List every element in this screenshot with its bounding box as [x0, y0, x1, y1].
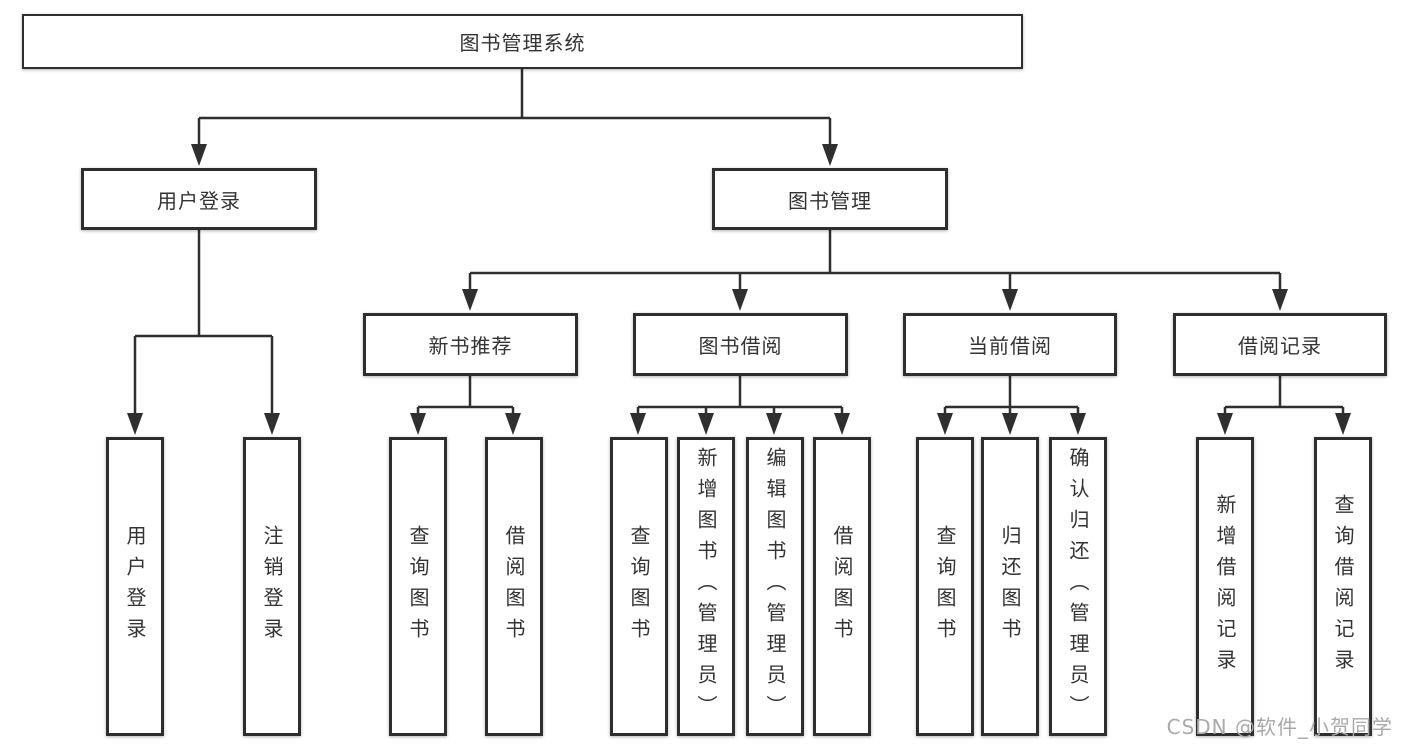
leaf-box-confirm-return-admin: 确认归还（管理员） — [1049, 437, 1107, 736]
branch-box-user-login: 用户登录 — [81, 168, 317, 230]
leaf-box-query-book-recommend: 查询图书 — [389, 437, 447, 736]
leaf-box-add-book-admin: 新增图书（管理员） — [677, 437, 735, 736]
arrowhead — [698, 413, 714, 435]
leaf-box-logout: 注销登录 — [243, 437, 301, 736]
arrowhead — [732, 289, 748, 311]
arrowhead — [1002, 289, 1018, 311]
leaf-label: 借阅图书 — [830, 524, 854, 649]
leaf-label: 用户登录 — [123, 524, 147, 649]
leaf-label: 归还图书 — [998, 524, 1022, 649]
section-box-new-book-recommend: 新书推荐 — [363, 313, 578, 376]
leaf-label: 借阅图书 — [502, 524, 526, 649]
connector-lines — [133, 69, 1345, 417]
arrowhead — [1217, 413, 1233, 435]
section-label: 借阅记录 — [1238, 334, 1322, 358]
arrowhead — [191, 144, 207, 166]
arrowhead — [410, 413, 426, 435]
leaf-box-query-book-current: 查询图书 — [916, 437, 974, 736]
leaf-label: 查询借阅记录 — [1331, 493, 1355, 680]
leaf-box-query-borrow-record: 查询借阅记录 — [1314, 437, 1372, 736]
arrowhead — [1272, 289, 1288, 311]
arrowhead — [505, 413, 521, 435]
watermark-text: CSDN @软件_小贺同学 — [1166, 715, 1393, 739]
leaf-box-add-borrow-record: 新增借阅记录 — [1196, 437, 1254, 736]
section-box-borrow-record: 借阅记录 — [1173, 313, 1387, 376]
root-label: 图书管理系统 — [459, 31, 586, 55]
leaf-box-query-book-borrow: 查询图书 — [610, 437, 668, 736]
section-box-book-borrow: 图书借阅 — [633, 313, 848, 376]
arrowhead — [834, 413, 850, 435]
arrowhead — [1335, 413, 1351, 435]
leaf-label: 新增图书（管理员） — [694, 447, 718, 726]
section-box-current-borrow: 当前借阅 — [903, 313, 1117, 376]
section-label: 当前借阅 — [968, 334, 1052, 358]
leaf-box-borrow-book: 借阅图书 — [813, 437, 871, 736]
arrowhead — [264, 413, 280, 435]
root-box-system: 图书管理系统 — [22, 14, 1023, 69]
arrowhead — [462, 289, 478, 311]
leaf-label: 编辑图书（管理员） — [763, 447, 787, 726]
section-label: 新书推荐 — [428, 334, 513, 358]
section-label: 图书借阅 — [698, 334, 783, 358]
leaf-label: 注销登录 — [260, 524, 284, 649]
leaf-box-user-login: 用户登录 — [106, 437, 164, 736]
branch-label: 图书管理 — [788, 188, 872, 213]
leaf-label: 查询图书 — [406, 524, 430, 649]
leaf-label: 查询图书 — [933, 524, 957, 649]
leaf-box-return-book: 归还图书 — [981, 437, 1039, 736]
arrowhead — [1070, 413, 1086, 435]
arrowhead — [1002, 413, 1018, 435]
arrowhead — [937, 413, 953, 435]
arrowhead — [766, 413, 782, 435]
leaf-box-edit-book-admin: 编辑图书（管理员） — [746, 437, 804, 736]
arrowhead — [630, 413, 646, 435]
branch-box-book-management: 图书管理 — [712, 168, 948, 230]
connector-arrowheads — [127, 144, 1351, 435]
leaf-label: 确认归还（管理员） — [1066, 447, 1090, 726]
branch-label: 用户登录 — [157, 188, 241, 213]
arrowhead — [822, 144, 838, 166]
leaf-label: 新增借阅记录 — [1213, 493, 1237, 680]
arrowhead — [127, 413, 143, 435]
leaf-label: 查询图书 — [627, 524, 651, 649]
leaf-box-borrow-book-recommend: 借阅图书 — [485, 437, 543, 736]
